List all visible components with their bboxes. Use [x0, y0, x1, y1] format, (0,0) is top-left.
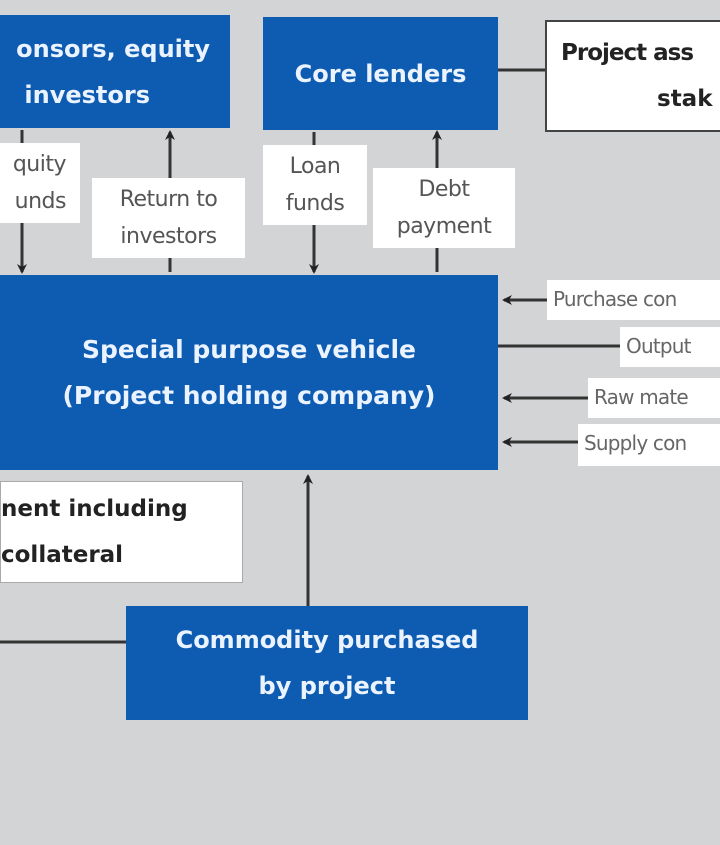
purchase-label: Purchase con	[547, 280, 720, 320]
supply-label: Supply con	[578, 424, 720, 466]
raw-materials-label: Raw mate	[588, 378, 720, 418]
spv-line2: (Project holding company)	[62, 380, 436, 410]
core-lenders-node: Core lenders	[263, 17, 498, 130]
collateral-line2: collateral	[1, 542, 124, 568]
commodity-node: Commodity purchased by project	[126, 606, 528, 720]
debt-payment-label: Debt payment	[373, 168, 515, 248]
equity-funds-line2: unds	[14, 189, 67, 214]
stakeholders-line2: stak	[657, 86, 713, 112]
equity-funds-line1: quity	[12, 152, 67, 177]
return-line2: investors	[120, 224, 217, 249]
return-line1: Return to	[119, 187, 218, 212]
spv-line1: Special purpose vehicle	[82, 334, 416, 364]
output-label: Output	[620, 327, 720, 367]
core-lenders-label: Core lenders	[294, 59, 467, 88]
debt-line1: Debt	[418, 177, 470, 202]
sponsors-line1: onsors, equity	[16, 34, 210, 63]
loan-line2: funds	[285, 191, 345, 216]
commodity-line2: by project	[258, 672, 396, 700]
spv-node: Special purpose vehicle (Project holding…	[0, 275, 498, 470]
commodity-line1: Commodity purchased	[175, 626, 479, 654]
stakeholders-node: Project ass stak	[545, 20, 720, 132]
equity-funds-label: quity unds	[0, 143, 80, 223]
collateral-line1: nent including	[1, 496, 188, 522]
stakeholders-line1: Project ass	[561, 40, 694, 66]
collateral-node: nent including collateral	[0, 481, 243, 583]
loan-line1: Loan	[289, 154, 341, 179]
debt-line2: payment	[396, 214, 492, 239]
sponsors-node: onsors, equity investors	[0, 15, 230, 128]
return-label: Return to investors	[92, 178, 245, 258]
loan-funds-label: Loan funds	[263, 145, 367, 225]
sponsors-line2: investors	[24, 80, 150, 109]
